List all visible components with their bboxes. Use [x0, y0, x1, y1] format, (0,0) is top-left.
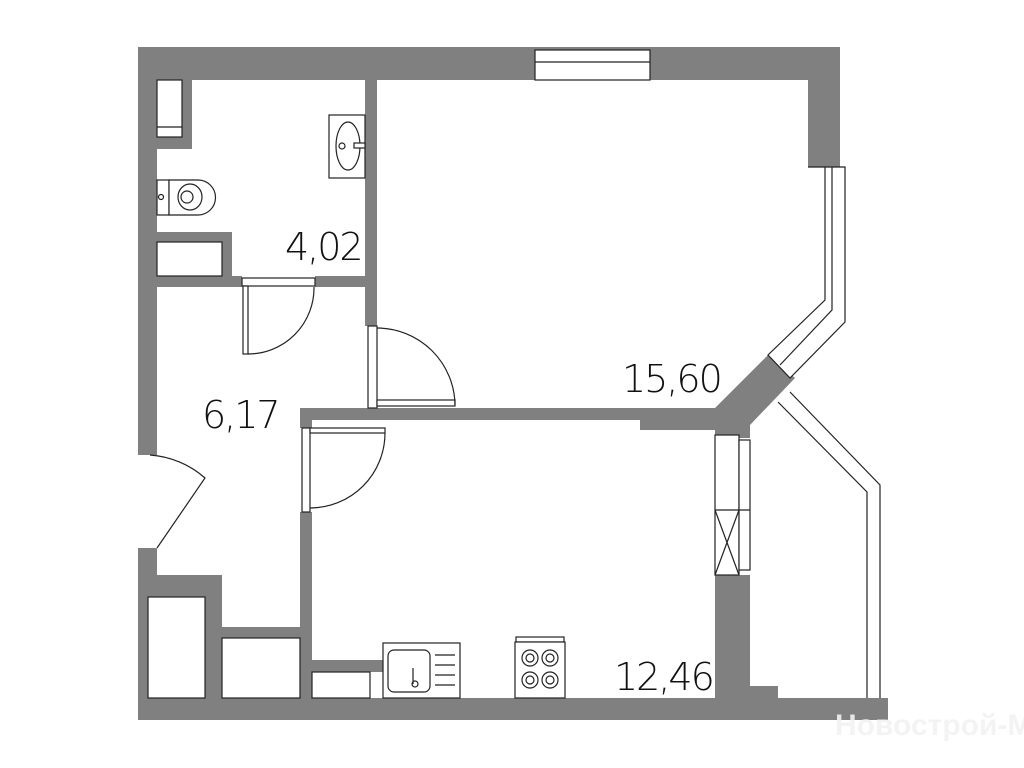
kitchen-sink-icon: [382, 642, 461, 699]
bathtub-icon: [156, 79, 183, 138]
walls: [138, 47, 888, 720]
washer-niche: [156, 241, 223, 277]
watermark: Новострой-М: [835, 709, 1024, 742]
sink-icon: [328, 114, 366, 179]
area-hallway: 6,17: [202, 393, 279, 437]
closet: [311, 671, 371, 699]
window-top: [534, 49, 651, 81]
area-bathroom: 4,02: [285, 225, 362, 269]
stove-icon: [514, 636, 566, 699]
closet: [221, 637, 301, 699]
door-entrance: [149, 454, 206, 549]
door-kitchen: [301, 427, 386, 513]
balcony: [777, 391, 881, 698]
area-kitchen: 12,46: [614, 655, 713, 699]
closet: [147, 596, 206, 699]
door-living: [367, 325, 456, 409]
window-kitchen: [714, 434, 751, 576]
window-bay: [767, 166, 846, 379]
area-living-room: 15,60: [622, 357, 721, 401]
door-bathroom: [241, 277, 316, 355]
toilet-icon: [156, 179, 217, 216]
